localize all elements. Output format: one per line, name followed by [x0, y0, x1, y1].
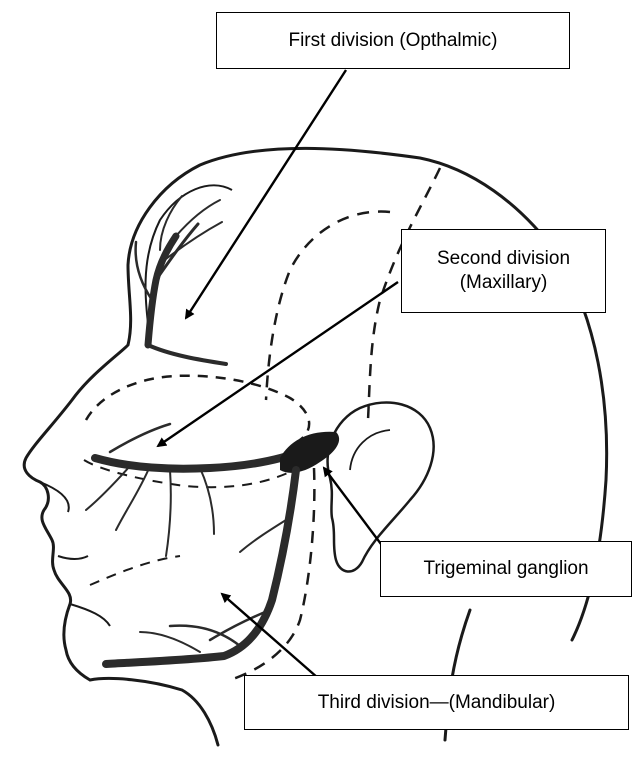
second-division-text-line1: Second division: [437, 247, 570, 271]
trigeminal-ganglion-shape: [280, 432, 339, 473]
trigeminal-ganglion-label: Trigeminal ganglion: [380, 541, 632, 597]
second-division-text-line2: (Maxillary): [460, 271, 548, 295]
second-division-label: Second division (Maxillary): [401, 229, 606, 313]
third-division-label: Third division—(Mandibular): [244, 675, 629, 730]
ophthalmic-branches: [136, 196, 226, 364]
first-division-label: First division (Opthalmic): [216, 12, 570, 69]
maxillary-nerve: [86, 424, 305, 556]
lower-face-dashed-outline: [90, 556, 180, 585]
ear-inner: [350, 430, 390, 470]
third-division-text: Third division—(Mandibular): [318, 691, 556, 715]
first-division-text: First division (Opthalmic): [288, 29, 497, 53]
lip-line: [58, 556, 88, 559]
maxillary-dashed-outline: [86, 376, 309, 440]
arrow-first-division: [186, 70, 346, 318]
chin-line: [70, 604, 110, 626]
trigeminal-ganglion-text: Trigeminal ganglion: [423, 557, 588, 581]
